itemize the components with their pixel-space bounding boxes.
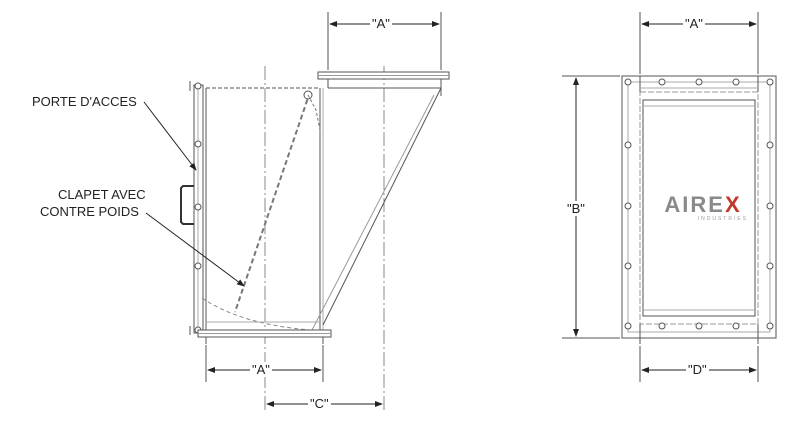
dim-label-a-top-front: "A" bbox=[683, 16, 705, 31]
door-handle bbox=[180, 185, 194, 225]
diagonal-duct-lower bbox=[311, 94, 435, 331]
damper-blade bbox=[234, 91, 311, 313]
airex-logo: AIREX INDUSTRIES bbox=[656, 192, 750, 223]
damper-swing-arc bbox=[201, 297, 311, 331]
side-view bbox=[180, 66, 450, 411]
dim-label-a-bottom-side: "A" bbox=[250, 362, 272, 377]
leader-access-door bbox=[143, 101, 197, 171]
dim-label-d-front: "D" bbox=[686, 362, 709, 377]
logo-brand-left: AIRE bbox=[664, 192, 725, 217]
label-access-door: PORTE D'ACCES bbox=[32, 94, 137, 109]
front-bolts bbox=[624, 78, 774, 330]
label-damper-line2: CONTRE POIDS bbox=[40, 204, 139, 219]
leader-lines bbox=[143, 101, 245, 287]
leader-damper bbox=[145, 212, 245, 287]
logo-brand-x: X bbox=[724, 192, 742, 217]
dim-label-a-top-side: "A" bbox=[370, 16, 392, 31]
dim-label-b-front: "B" bbox=[565, 201, 587, 216]
front-view bbox=[621, 75, 777, 344]
logo-tagline: INDUSTRIES bbox=[697, 216, 748, 222]
diagonal-duct-upper bbox=[322, 87, 442, 326]
label-damper-line1: CLAPET AVEC bbox=[58, 187, 146, 202]
dim-label-c-side: "C" bbox=[308, 396, 331, 411]
